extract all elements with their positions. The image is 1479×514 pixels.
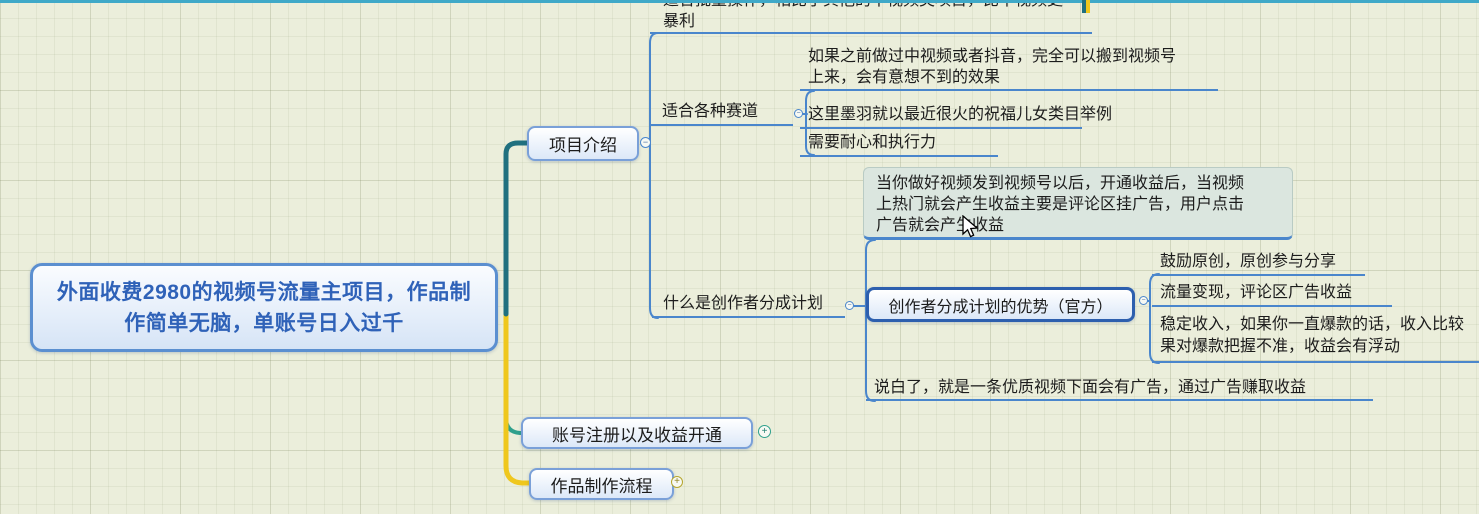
connector-intro-children bbox=[649, 32, 659, 319]
topic-original[interactable]: 鼓励原创，原创参与分享 bbox=[1152, 252, 1365, 276]
edge-mark-yellow bbox=[1086, 0, 1090, 13]
connector-workflow-branch bbox=[503, 308, 532, 486]
topic-tracks[interactable]: 适合各种赛道 bbox=[650, 102, 793, 126]
topic-profit-line1: 适合批量操作，相比于其他的中视频类项目，比中视频更 bbox=[663, 0, 1064, 9]
topic-stable-line2: 果对爆款把握不准，收益会有浮动 bbox=[1160, 338, 1401, 355]
collapse-marker-intro[interactable]: − bbox=[640, 137, 651, 148]
topic-stable-line1: 稳定收入，如果你一直爆款的话，收入比较 bbox=[1160, 316, 1465, 333]
topic-migrate-line2: 上来，会有意想不到的效果 bbox=[808, 69, 1001, 86]
connector-intro-branch bbox=[503, 140, 530, 317]
topic-workflow-label: 作品制作流程 bbox=[550, 476, 653, 496]
expand-marker-workflow[interactable]: + bbox=[671, 476, 683, 488]
topic-intro[interactable]: 项目介绍 bbox=[527, 126, 639, 161]
topic-stable[interactable]: 稳定收入，如果你一直爆款的话，收入比较 果对爆款把握不准，收益会有浮动 bbox=[1152, 314, 1479, 363]
topic-summary-label: 说白了，就是一条优质视频下面会有广告，通过广告赚取收益 bbox=[874, 379, 1307, 396]
topic-example-label: 这里墨羽就以最近很火的祝福儿女类目举例 bbox=[808, 106, 1113, 123]
topic-original-label: 鼓励原创，原创参与分享 bbox=[1160, 253, 1337, 270]
collapse-marker-advantage[interactable]: − bbox=[1139, 296, 1148, 305]
topic-summary[interactable]: 说白了，就是一条优质视频下面会有广告，通过广告赚取收益 bbox=[866, 377, 1373, 401]
connector-tracks-children bbox=[805, 90, 815, 156]
topic-income-note-line1: 当你做好视频发到视频号以后，开通收益后，当视频 bbox=[876, 175, 1245, 192]
collapse-marker-tracks[interactable]: − bbox=[794, 109, 803, 118]
topic-advantage-label: 创作者分成计划的优势（官方） bbox=[888, 298, 1113, 316]
topic-income-note-line3: 广告就会产生收益 bbox=[876, 217, 1005, 234]
collapse-marker-plan[interactable]: − bbox=[845, 301, 854, 310]
expand-marker-account[interactable]: + bbox=[758, 425, 771, 438]
root-topic[interactable]: 外面收费2980的视频号流量主项目，作品制作简单无脑，单账号日入过千 bbox=[30, 263, 498, 352]
topic-monetize-label: 流量变现，评论区广告收益 bbox=[1160, 284, 1353, 301]
topic-plan-label: 什么是创作者分成计划 bbox=[663, 295, 824, 312]
topic-income-note[interactable]: 当你做好视频发到视频号以后，开通收益后，当视频 上热门就会产生收益主要是评论区挂… bbox=[863, 167, 1293, 240]
topic-patience-label: 需要耐心和执行力 bbox=[808, 134, 937, 151]
topic-workflow[interactable]: 作品制作流程 bbox=[529, 468, 674, 500]
topic-patience[interactable]: 需要耐心和执行力 bbox=[800, 133, 998, 157]
topic-plan[interactable]: 什么是创作者分成计划 bbox=[652, 293, 845, 318]
topic-account-label: 账号注册以及收益开通 bbox=[552, 425, 722, 445]
topic-monetize[interactable]: 流量变现，评论区广告收益 bbox=[1152, 283, 1392, 307]
topic-migrate[interactable]: 如果之前做过中视频或者抖音，完全可以搬到视频号 上来，会有意想不到的效果 bbox=[800, 46, 1218, 91]
mouse-cursor-icon bbox=[962, 215, 979, 238]
topic-account[interactable]: 账号注册以及收益开通 bbox=[521, 417, 753, 449]
topic-advantage[interactable]: 创作者分成计划的优势（官方） bbox=[866, 287, 1135, 322]
topic-income-note-line2: 上热门就会产生收益主要是评论区挂广告，用户点击 bbox=[876, 196, 1245, 213]
topic-profit-line2: 暴利 bbox=[663, 13, 696, 30]
root-topic-label: 外面收费2980的视频号流量主项目，作品制作简单无脑，单账号日入过千 bbox=[56, 280, 472, 335]
topic-migrate-line1: 如果之前做过中视频或者抖音，完全可以搬到视频号 bbox=[808, 48, 1177, 65]
edge-mark-teal bbox=[1082, 0, 1086, 13]
canvas-top-edge bbox=[0, 0, 1479, 3]
topic-tracks-label: 适合各种赛道 bbox=[662, 103, 759, 120]
topic-intro-label: 项目介绍 bbox=[549, 136, 617, 155]
topic-profit[interactable]: 适合批量操作，相比于其他的中视频类项目，比中视频更 暴利 bbox=[650, 0, 1092, 34]
topic-example[interactable]: 这里墨羽就以最近很火的祝福儿女类目举例 bbox=[800, 105, 1113, 129]
